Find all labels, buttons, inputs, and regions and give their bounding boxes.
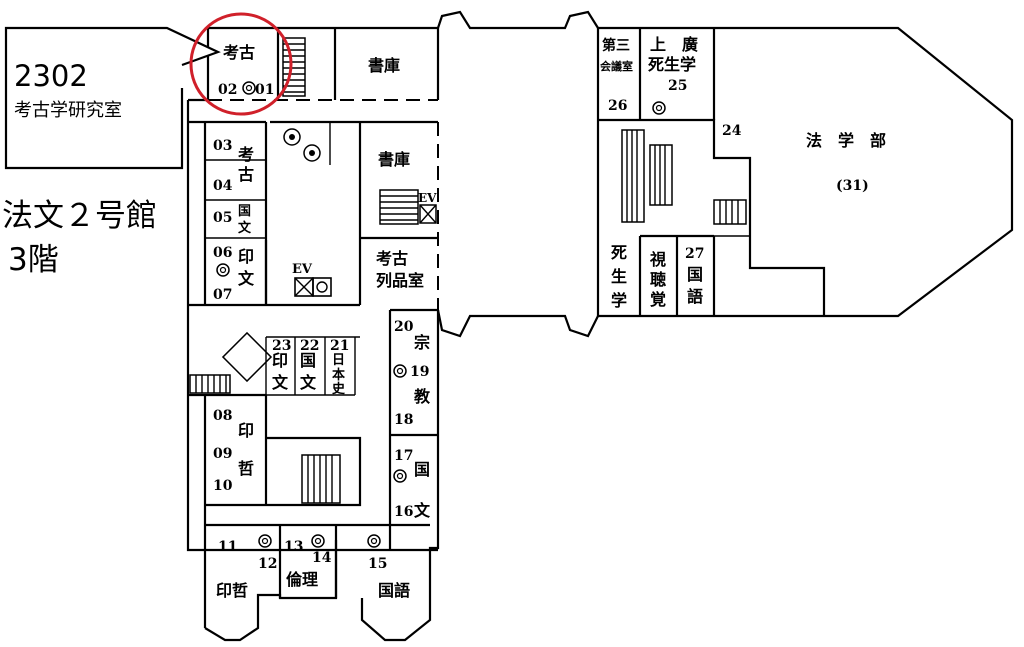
room-label: 教 (414, 387, 431, 406)
room-number: 09 (213, 446, 232, 462)
right-building-walls (596, 26, 1014, 318)
room-number: 01 (255, 82, 274, 98)
highlight-circle (189, 12, 293, 116)
stairs-icon (301, 454, 341, 504)
room-label: 書庫 (368, 56, 400, 75)
room-label: 死 (611, 243, 627, 262)
room-label: 学 (611, 291, 627, 310)
room-number: 21 (330, 338, 349, 354)
room-label: 文 (272, 373, 289, 392)
room-label: 考古 (376, 249, 408, 268)
room-label: 文 (238, 220, 252, 236)
room-label: 覚 (650, 290, 666, 309)
room-number: 23 (272, 338, 291, 354)
room-number: (31) (836, 178, 869, 194)
room-number: 10 (213, 478, 233, 494)
room-number: 25 (668, 78, 687, 94)
room-number: 17 (394, 448, 413, 464)
toilet-icon (283, 128, 321, 162)
bottom-walls (205, 523, 430, 598)
stairs-icon (621, 129, 747, 225)
room-number: 13 (284, 539, 303, 555)
room-number: 08 (213, 408, 232, 424)
stairs-icon (189, 331, 273, 394)
room-number: 06 (213, 245, 232, 261)
building-name: 法文２号館 (2, 198, 157, 234)
ev-label: EV (292, 262, 313, 277)
room-number: 11 (218, 539, 237, 555)
room-label: 史 (332, 381, 346, 397)
phone-icon (216, 81, 666, 548)
room-label: 日 (332, 353, 345, 368)
mid-left-walls (188, 120, 438, 307)
room-number: 15 (368, 556, 387, 572)
room-label: 国語 (378, 581, 410, 600)
room-number: 19 (410, 364, 429, 380)
room-label: 会議室 (600, 59, 633, 73)
room-number: 04 (213, 178, 233, 194)
stairs-icon (379, 189, 437, 225)
room-number: 27 (685, 246, 704, 262)
divider-lines (360, 122, 439, 310)
room-label: 視 (649, 250, 666, 269)
room-label: 考 (238, 145, 254, 164)
room-label: 国 (687, 265, 703, 284)
room-label: 印 (272, 351, 288, 370)
room-label: 印 (238, 421, 254, 440)
room-label: 文 (300, 373, 317, 392)
building-label: 法文２号館 3階 (2, 198, 157, 278)
room-number: 20 (394, 319, 414, 335)
room-label: 国 (300, 351, 316, 370)
room-label: 生 (611, 267, 627, 286)
room-number: 12 (258, 556, 277, 572)
room-label: 文 (238, 269, 255, 288)
room-label: 倫理 (286, 570, 318, 589)
mid-lower-walls (188, 308, 438, 550)
room-label: 法 学 部 (806, 131, 886, 150)
room-number: 16 (394, 504, 413, 520)
connector-walls (436, 10, 599, 338)
room-number: 22 (300, 338, 319, 354)
room-label: 古 (238, 165, 254, 184)
room-number: 03 (213, 138, 232, 154)
room-label: 国 (414, 460, 430, 479)
room-number: 02 (218, 82, 237, 98)
room-label: 印 (238, 247, 254, 266)
callout-room-name: 考古学研究室 (14, 100, 122, 121)
room-label: 国 (238, 204, 251, 219)
ev-label: EV (418, 191, 437, 205)
room-number: 18 (394, 412, 413, 428)
room-label: 印哲 (216, 581, 248, 600)
room-number: 14 (312, 550, 332, 566)
room-label: 語 (687, 287, 703, 306)
room-label: 宗 (414, 333, 430, 352)
room-number: 07 (213, 287, 232, 303)
room-label: 列品室 (376, 271, 424, 290)
room-number: 05 (213, 210, 232, 226)
room-label: 哲 (238, 459, 254, 478)
room-label: 上 廣 (650, 35, 698, 54)
room-number: 24 (722, 123, 742, 139)
callout-room-number: 2302 (14, 59, 88, 93)
room-label: 第三 (602, 37, 630, 54)
room-label: 死生学 (648, 55, 696, 74)
room-label: 文 (414, 501, 431, 520)
room-label: 書庫 (378, 150, 410, 169)
room-label: 本 (332, 367, 345, 383)
elevator-icon (294, 277, 332, 297)
room-label: 聴 (650, 270, 666, 289)
room-number: 26 (608, 98, 627, 114)
callout-box: 2302 考古学研究室 (4, 26, 221, 170)
room-label: 考古 (223, 43, 255, 62)
floor-label: 3階 (8, 242, 59, 278)
